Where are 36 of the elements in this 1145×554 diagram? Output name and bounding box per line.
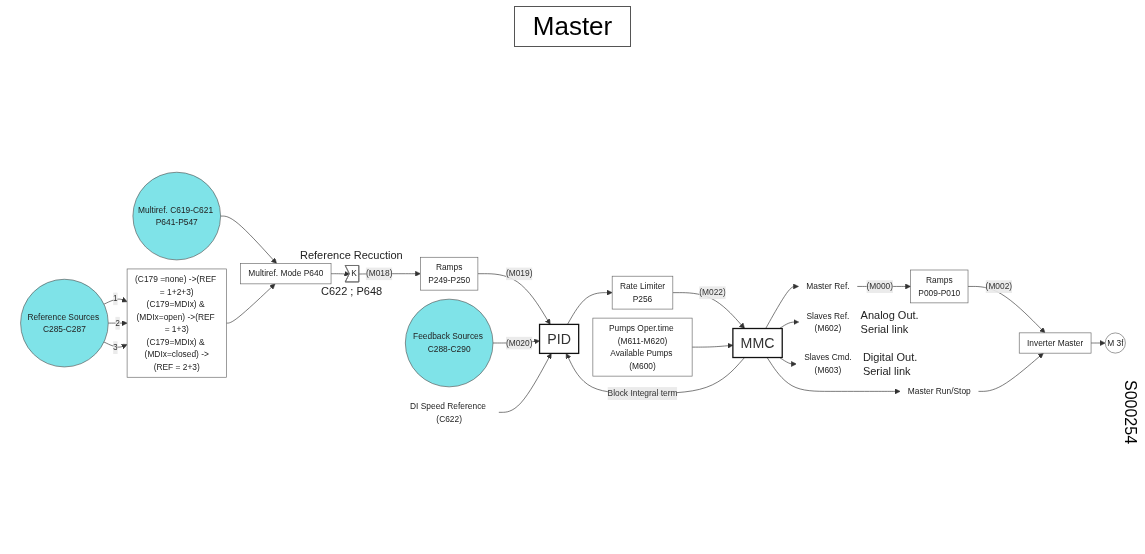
block-caption: Reference Recuction <box>300 249 403 263</box>
node-circle: Feedback Sources C288-C290 <box>404 298 493 388</box>
output-label: Digital Out. <box>862 350 918 364</box>
node-box: MMC <box>731 327 783 359</box>
node-text: Master Run/Stop <box>907 386 971 397</box>
node-box: Rate Limiter P256 <box>611 275 673 310</box>
title: Master <box>513 6 632 47</box>
node-box: (C179 =none) ->(REF = 1+2+3) (C179=MDIx) & (MDIx=open) ->(REF = 1+3) (C179=MDIx) & (MDIx=closed) ->(REF = 2+3) <box>126 268 227 378</box>
node-box: Ramps P249-P250 <box>419 256 478 291</box>
node-circle: Reference Sources C285-C287 <box>19 278 109 368</box>
output-label: Serial link <box>860 323 909 337</box>
node-circle: M 3f <box>1104 332 1126 354</box>
edge-label: 3 <box>112 342 118 353</box>
edge-label: (M020) <box>505 338 532 348</box>
node-box: PID <box>538 323 579 355</box>
node-text: Master Ref. <box>805 281 850 292</box>
node-text: DI Speed Reference (C622) <box>409 401 486 424</box>
drawing-code: S000254 <box>1122 380 1139 445</box>
node-box: Inverter Master <box>1018 332 1091 354</box>
output-label: Serial link <box>862 364 911 378</box>
node-text: Slaves Cmd. (M603) <box>803 352 852 375</box>
node-box: Multiref. Mode P640 <box>239 263 331 285</box>
node-circle: Multiref. C619-C621 P641-P547 <box>132 171 221 261</box>
edge-label: 1 <box>112 293 118 304</box>
edge-label: (M000) <box>865 281 893 292</box>
edge-label: (M018) <box>365 268 392 279</box>
edge-label: (M019) <box>505 268 532 279</box>
edge-label: (M022) <box>698 287 726 298</box>
edge-label: Block Integral term <box>607 388 677 399</box>
edge-label: (M002) <box>985 281 1012 292</box>
output-label: Analog Out. <box>860 309 919 323</box>
node-box: Ramps P009-P010 <box>909 269 968 304</box>
node-box: Pumps Oper.time (M611-M620) Available Pumps (M600) <box>592 317 692 377</box>
edge-label: 2 <box>114 318 120 328</box>
node-text: Slaves Ref. (M602) <box>805 310 849 334</box>
block-caption: C622 ; P648 <box>321 284 383 298</box>
